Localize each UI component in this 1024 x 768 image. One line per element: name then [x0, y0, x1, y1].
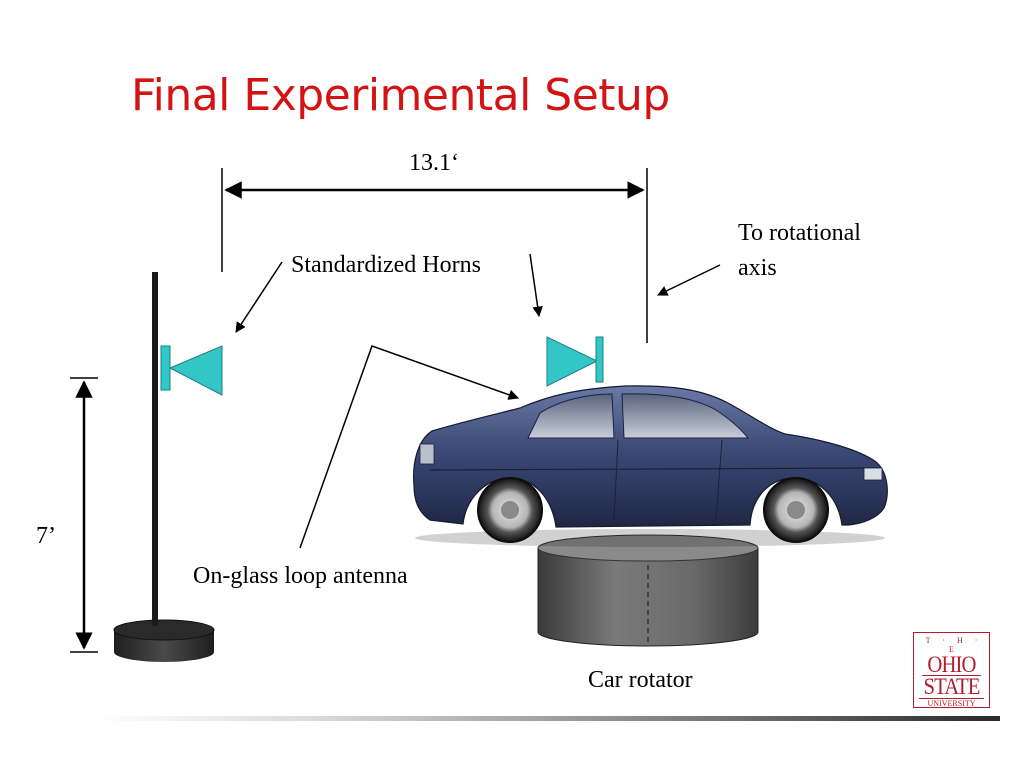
car-front-window: [621, 393, 750, 439]
stand-pole: [152, 272, 158, 626]
left-horn: [160, 345, 223, 396]
right-horn-cone: [546, 336, 599, 387]
slide-title: Final Experimental Setup: [131, 70, 670, 121]
horns-label: Standardized Horns: [291, 252, 481, 278]
rotator-top: [537, 534, 759, 562]
car-headlight: [863, 467, 883, 481]
right-horn: [546, 336, 604, 387]
car-rear-window: [527, 393, 615, 439]
bottom-rule: [96, 716, 1000, 721]
car-rotator: [537, 534, 759, 647]
car-door-line-1: [613, 439, 619, 521]
car: [413, 385, 888, 547]
car-rear-hub: [501, 501, 519, 519]
stand-base-top: [113, 619, 215, 641]
osu-logo-the: T · H · E: [925, 636, 983, 654]
left-horn-cone: [168, 345, 223, 396]
car-tail-light: [419, 443, 435, 465]
distance-label: 13.1‘: [409, 150, 459, 176]
osu-logo: T · H · E OHIO STATE UNIVERSITY: [913, 632, 990, 708]
osu-logo-ohio: OHIO: [927, 652, 976, 677]
left-horn-flange: [160, 345, 171, 391]
height-label: 7’: [36, 523, 56, 549]
osu-logo-university: UNIVERSITY: [919, 698, 984, 709]
rotational-axis-label-line1: To rotational: [738, 220, 861, 246]
car-body-line: [429, 467, 881, 471]
right-horn-flange: [595, 336, 604, 383]
antenna-leader: [299, 345, 519, 549]
car-door-line-2: [715, 439, 723, 521]
rotational-axis-label-line2: axis: [738, 255, 777, 281]
antenna-label: On-glass loop antenna: [193, 563, 408, 589]
horns-leader-left: [235, 261, 283, 333]
osu-logo-state: STATE: [922, 674, 981, 699]
car-front-hub: [787, 501, 805, 519]
rotator-label: Car rotator: [588, 667, 693, 693]
rotational-axis-leader: [657, 264, 721, 296]
horns-leader-right: [529, 253, 543, 318]
distance-dimension: 13.1‘: [221, 150, 648, 343]
height-dimension: 7’: [36, 377, 98, 653]
antenna-stand: [113, 272, 215, 662]
